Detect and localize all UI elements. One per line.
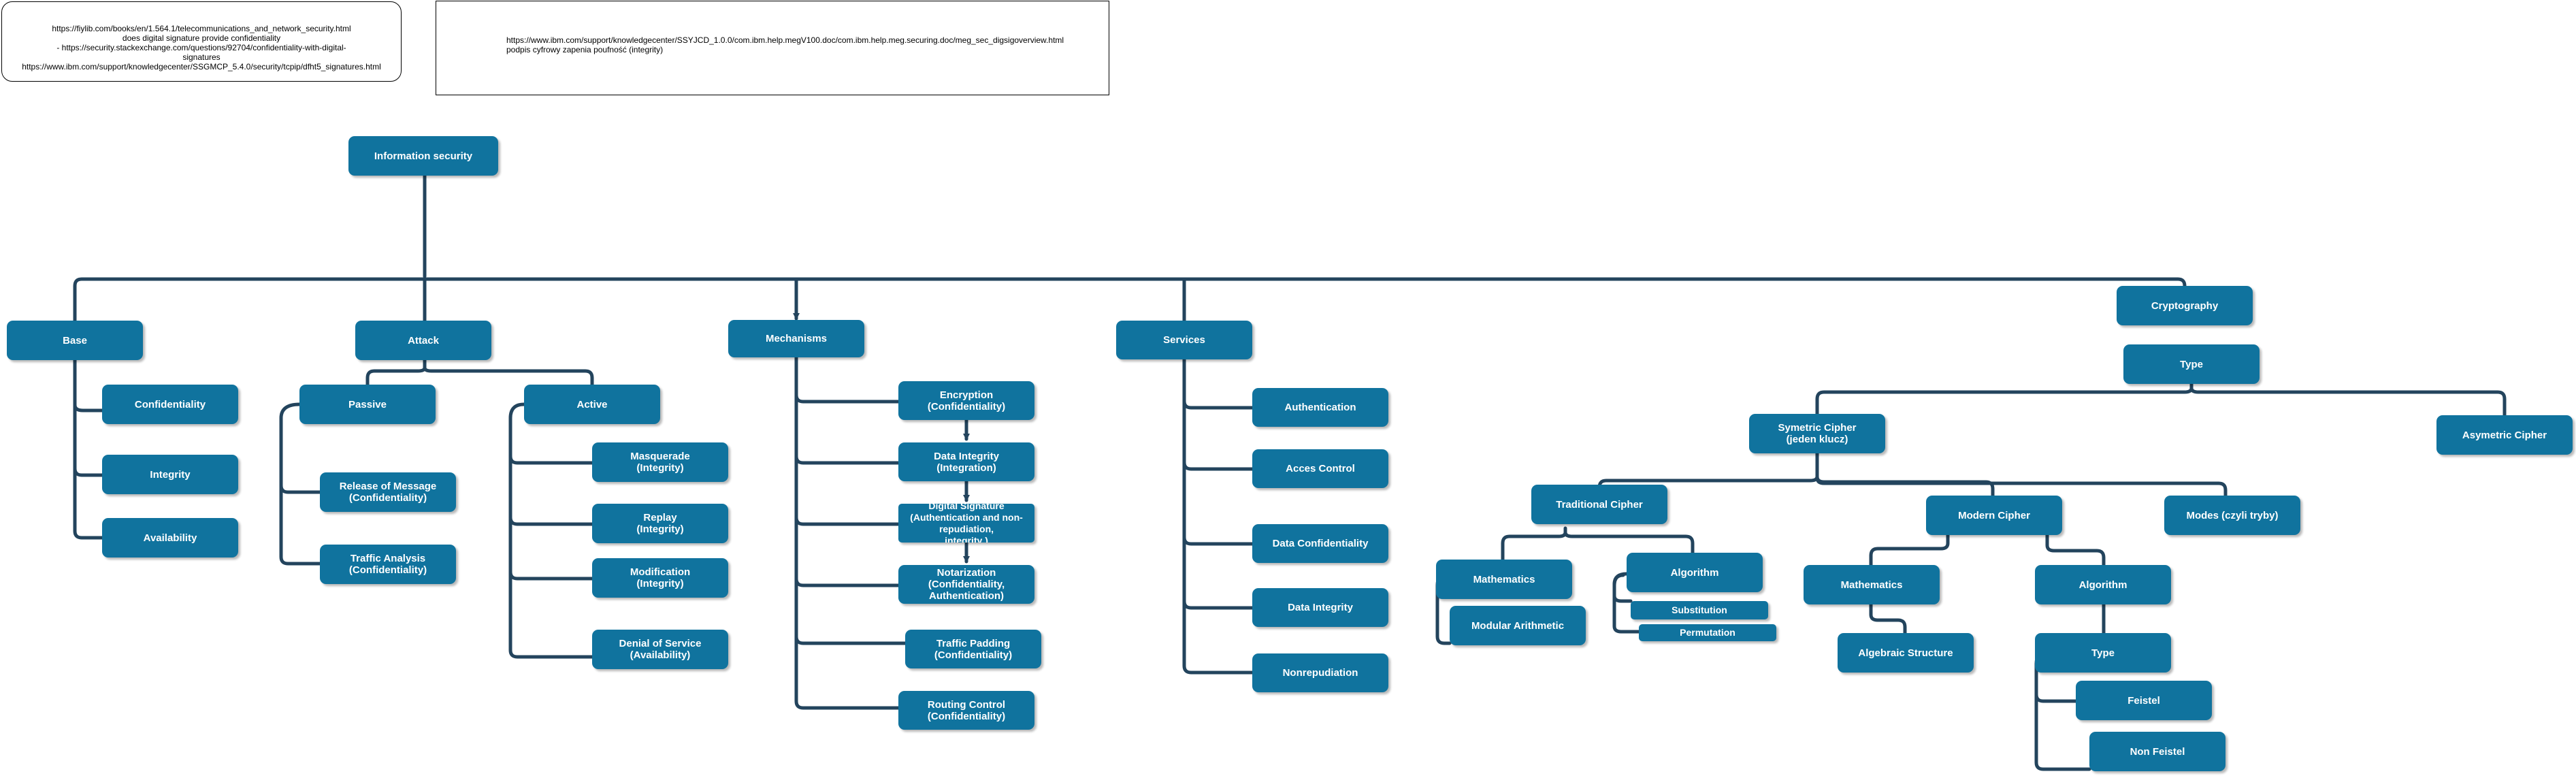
- node-cryptography[interactable]: Cryptography: [2117, 286, 2253, 325]
- node-digital-signature[interactable]: Digital Signature (Authentication and no…: [898, 504, 1034, 543]
- node-non-feistel[interactable]: Non Feistel: [2089, 732, 2226, 771]
- node-modern-algorithm[interactable]: Algorithm: [2035, 565, 2171, 604]
- edge-active-masquerade: [508, 454, 594, 465]
- edge-mechanisms-encryption: [794, 393, 900, 404]
- edge-services-access-control: [1182, 460, 1254, 471]
- node-active[interactable]: Active: [524, 385, 660, 424]
- node-authentication[interactable]: Authentication: [1252, 388, 1388, 427]
- edge-mechanisms-notarization: [794, 577, 900, 587]
- node-release-of-message[interactable]: Release of Message (Confidentiality): [320, 472, 456, 512]
- edge-active-modification: [508, 570, 594, 581]
- node-asymmetric-cipher[interactable]: Asymetric Cipher: [2436, 415, 2573, 455]
- node-base-integrity[interactable]: Integrity: [102, 455, 238, 494]
- node-routing-control[interactable]: Routing Control (Confidentiality): [898, 691, 1034, 730]
- ibm-reference-note: https://www.ibm.com/support/knowledgecen…: [436, 1, 1109, 95]
- node-base[interactable]: Base: [7, 321, 143, 360]
- edge-services-spine: [1182, 357, 1254, 675]
- edge-attack-split: [365, 358, 427, 389]
- node-services[interactable]: Services: [1116, 321, 1252, 359]
- edge-services-authentication: [1182, 399, 1254, 410]
- edge-mechanisms-spine: [794, 355, 900, 710]
- edge-passive-spine: [279, 402, 322, 566]
- edge-mod-math-algebraic: [1869, 602, 1907, 635]
- edge-mechanisms-data-integrity: [794, 454, 900, 465]
- edge-modern-algorithm: [2045, 533, 2106, 567]
- edge-type-asymmetric: [2189, 386, 2507, 417]
- node-masquerade[interactable]: Masquerade (Integrity): [592, 442, 728, 482]
- node-traditional-mathematics[interactable]: Mathematics: [1436, 560, 1572, 599]
- edge-base-confidentiality: [73, 403, 104, 413]
- node-mechanisms[interactable]: Mechanisms: [728, 320, 864, 357]
- node-traditional-cipher[interactable]: Traditional Cipher: [1531, 485, 1667, 524]
- reference-links-note: https://fiylib.com/books/en/1.564.1/tele…: [1, 1, 402, 82]
- node-modular-arithmetic[interactable]: Modular Arithmetic: [1450, 606, 1586, 645]
- node-information-security[interactable]: Information security: [348, 136, 498, 176]
- node-notarization[interactable]: Notarization (Confidentiality, Authentic…: [898, 565, 1034, 604]
- node-algebraic-structure[interactable]: Algebraic Structure: [1838, 633, 1974, 673]
- node-passive[interactable]: Passive: [299, 385, 436, 424]
- node-nonrepudiation[interactable]: Nonrepudiation: [1252, 653, 1388, 692]
- node-modification[interactable]: Modification (Integrity): [592, 558, 728, 598]
- node-base-confidentiality[interactable]: Confidentiality: [102, 385, 238, 424]
- node-traffic-padding[interactable]: Traffic Padding (Confidentiality): [905, 630, 1041, 668]
- node-data-integrity-mechanism[interactable]: Data Integrity (Integration): [898, 442, 1034, 481]
- node-symmetric-cipher[interactable]: Symetric Cipher (jeden klucz): [1749, 414, 1885, 453]
- node-denial-of-service[interactable]: Denial of Service (Availability): [592, 630, 728, 669]
- node-data-integrity-service[interactable]: Data Integrity: [1252, 588, 1388, 627]
- node-modern-type[interactable]: Type: [2035, 633, 2171, 673]
- node-base-availability[interactable]: Availability: [102, 518, 238, 557]
- edge-services-data-integrity: [1182, 599, 1254, 610]
- node-permutation[interactable]: Permutation: [1639, 624, 1776, 641]
- edge-traditional-split: [1501, 526, 1567, 562]
- node-encryption[interactable]: Encryption (Confidentiality): [898, 381, 1034, 420]
- edge-mod-type-feistel: [2034, 692, 2078, 703]
- node-feistel[interactable]: Feistel: [2076, 681, 2212, 720]
- edge-root-bus: [73, 277, 2187, 323]
- edge-active-replay: [508, 515, 594, 526]
- node-traffic-analysis[interactable]: Traffic Analysis (Confidentiality): [320, 545, 456, 584]
- node-replay[interactable]: Replay (Integrity): [592, 504, 728, 543]
- edge-symmetric-modern: [1815, 474, 1995, 498]
- edge-services-data-confidentiality: [1182, 535, 1254, 546]
- edge-attack-active: [423, 366, 594, 389]
- edge-base-integrity: [73, 466, 104, 477]
- edge-traditional-algorithm: [1563, 530, 1695, 555]
- node-attack[interactable]: Attack: [355, 321, 491, 360]
- edge-mechanisms-digital-signature: [794, 515, 900, 526]
- edge-mechanisms-traffic-padding: [794, 634, 907, 645]
- edge-type-split: [1815, 382, 2194, 416]
- node-type[interactable]: Type: [2123, 344, 2260, 384]
- node-modern-mathematics[interactable]: Mathematics: [1804, 565, 1940, 604]
- node-data-confidentiality[interactable]: Data Confidentiality: [1252, 524, 1388, 563]
- edge-trad-algorithm-permutation: [1612, 573, 1641, 634]
- node-access-control[interactable]: Acces Control: [1252, 449, 1388, 488]
- edge-active-spine: [508, 402, 594, 659]
- edge-base-spine: [73, 358, 104, 540]
- node-modern-cipher[interactable]: Modern Cipher: [1926, 496, 2062, 535]
- node-modes[interactable]: Modes (czyli tryby): [2164, 496, 2300, 535]
- node-substitution[interactable]: Substitution: [1631, 601, 1768, 619]
- node-traditional-algorithm[interactable]: Algorithm: [1627, 553, 1763, 592]
- edge-passive-release: [279, 483, 322, 494]
- edge-symmetric-modes: [1815, 476, 2228, 498]
- edge-modern-split: [1869, 533, 1950, 567]
